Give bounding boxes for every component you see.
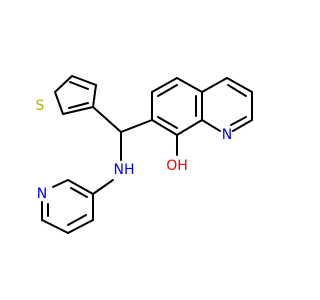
hydroxyl-label: OH — [166, 158, 188, 174]
central-linker — [92, 106, 153, 195]
pyridine-nitrogen-label: N — [37, 186, 47, 202]
amine-label: NH — [114, 162, 135, 178]
quinoline-benzo-ring — [151, 77, 203, 156]
thiophene-sulfur-label: S — [36, 98, 45, 114]
structure-drawing: N OH NH N S — [36, 75, 253, 234]
thiophene-ring — [54, 75, 97, 115]
molecule-diagram: N OH NH N S — [36, 75, 253, 234]
quinoline-pyridine-ring — [201, 77, 253, 132]
quinoline-nitrogen-label: N — [222, 127, 232, 143]
pyridine-ring — [41, 179, 94, 234]
